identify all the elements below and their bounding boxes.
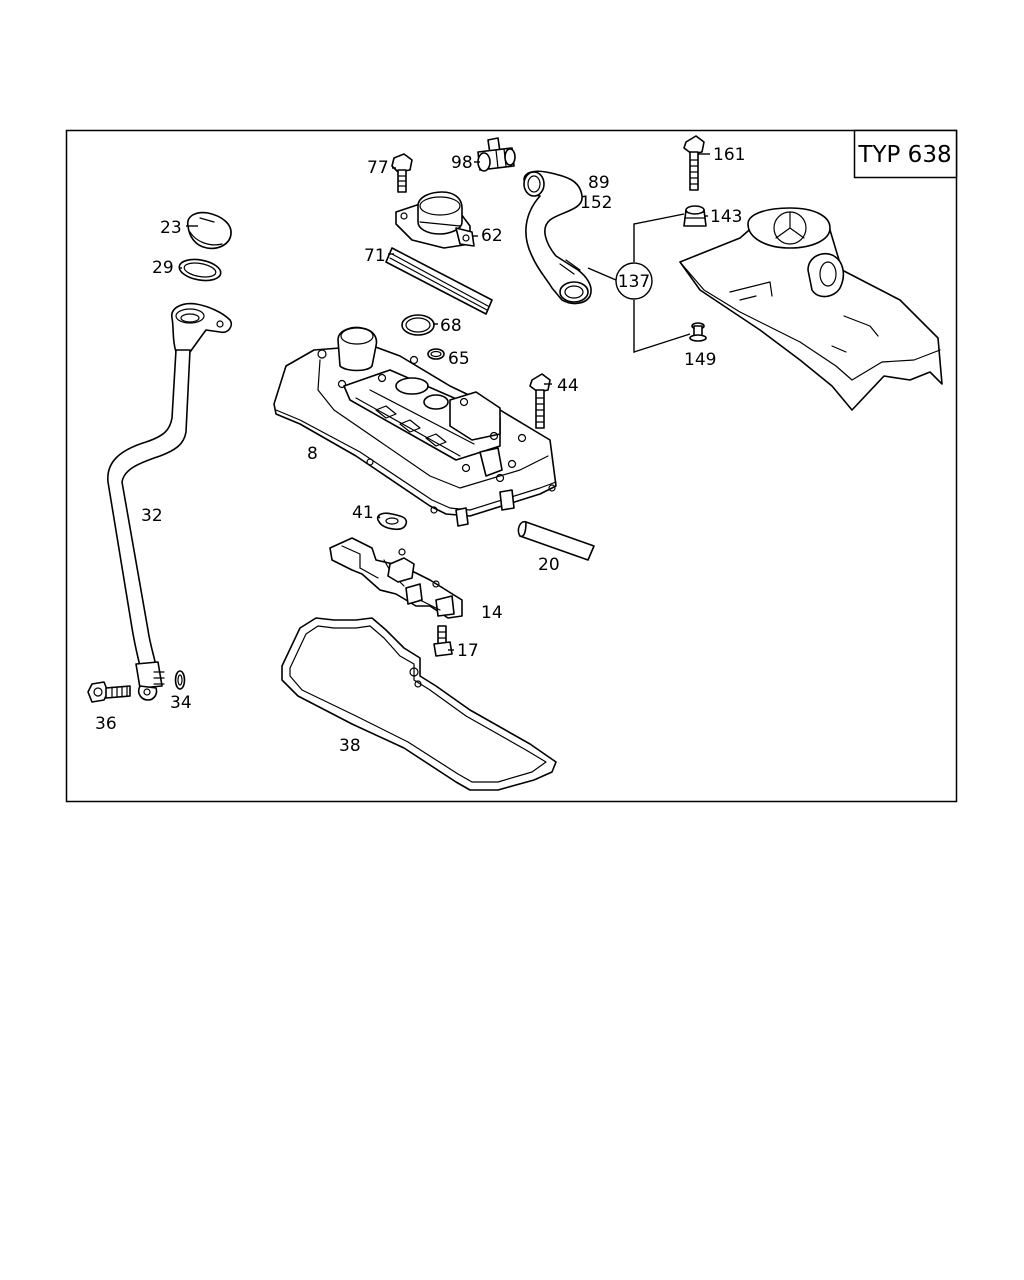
callout-8: 8 [307, 444, 318, 464]
part-bolt-161 [683, 135, 705, 191]
part-screw-149 [689, 322, 707, 342]
callout-17: 17 [457, 641, 479, 661]
callout-77: 77 [367, 158, 389, 178]
callout-29: 29 [152, 258, 174, 278]
callout-152: 152 [580, 193, 612, 213]
callout-161: 161 [713, 145, 745, 165]
callout-137-group [587, 213, 691, 353]
callout-36: 36 [95, 714, 117, 734]
part-trim-cover [679, 207, 943, 411]
callout-44: 44 [557, 376, 579, 396]
callout-14: 14 [481, 603, 503, 623]
type-box: TYP 638 [853, 129, 958, 179]
callout-149: 149 [684, 350, 716, 370]
callout-137: 137 [618, 272, 650, 292]
part-ring-41 [376, 512, 408, 530]
callout-89: 89 [588, 173, 610, 193]
part-fitting-98 [477, 137, 516, 172]
callout-71: 71 [364, 246, 386, 266]
callout-41: 41 [352, 503, 374, 523]
callout-137-circle [615, 262, 653, 300]
part-grommet-143 [683, 205, 707, 227]
diagram-frame [65, 129, 958, 803]
part-bolt-77 [391, 153, 413, 193]
part-bolt-17 [433, 625, 453, 657]
part-baffle-plate [329, 537, 463, 619]
part-gasket-strip [385, 247, 493, 315]
callout-143: 143 [710, 207, 742, 227]
part-gasket-38 [281, 617, 557, 791]
part-cylinder-head-cover [273, 326, 557, 527]
part-o-ring-68 [401, 314, 435, 336]
part-oil-filler-tube [107, 302, 233, 701]
callout-62: 62 [481, 226, 503, 246]
callout-34: 34 [170, 693, 192, 713]
callout-32: 32 [141, 506, 163, 526]
part-oil-filler-cap [186, 211, 232, 250]
callout-labels: 23 29 32 36 34 77 98 62 71 68 65 8 44 89… [95, 145, 745, 756]
part-bolt-36 [87, 681, 131, 703]
part-tube-20 [517, 520, 595, 561]
part-bolt-44 [529, 373, 551, 429]
callout-38: 38 [339, 736, 361, 756]
callout-20: 20 [538, 555, 560, 575]
type-label: TYP 638 [857, 142, 951, 168]
leader-lines [180, 153, 710, 651]
part-breather-hose [523, 170, 592, 305]
callout-23: 23 [160, 218, 182, 238]
callout-65: 65 [448, 349, 470, 369]
part-o-ring-65 [427, 348, 445, 360]
callout-98: 98 [451, 153, 473, 173]
part-pressure-valve [395, 191, 475, 249]
callout-68: 68 [440, 316, 462, 336]
part-seal-ring-34 [174, 670, 186, 690]
part-seal-ring-29 [178, 258, 222, 282]
